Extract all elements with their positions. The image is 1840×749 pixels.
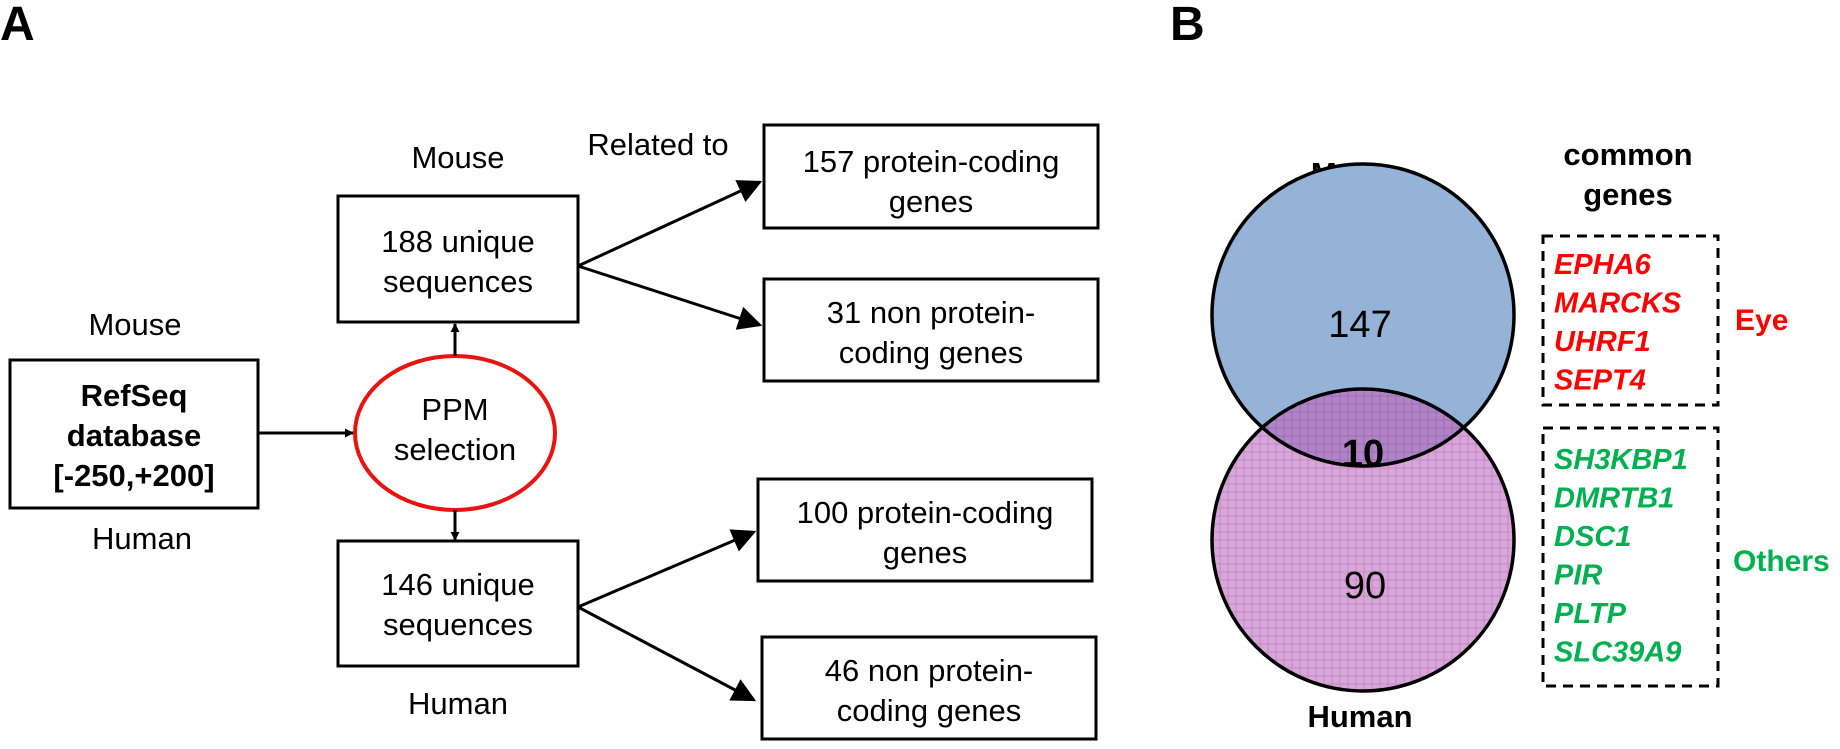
arrow-human-to-protein [577, 529, 757, 609]
ppm-line-2: selection [394, 432, 516, 467]
panel-a-label: A [0, 0, 35, 51]
gene-marcks: MARCKS [1554, 288, 1682, 320]
venn-human-circle [1212, 389, 1514, 691]
human-protein-line-2: genes [883, 535, 967, 570]
source-top-label: Mouse [88, 307, 181, 342]
gene-uhrf1: UHRF1 [1554, 326, 1651, 358]
arrow-mouse-to-nonprotein [577, 264, 763, 330]
gene-sept4: SEPT4 [1554, 365, 1646, 397]
mouse-seq-line-1: 188 unique [381, 224, 534, 259]
gene-sh3kbp1: SH3KBP1 [1554, 444, 1688, 476]
human-seq-line-1: 146 unique [381, 567, 534, 602]
venn-mouse-outline [1210, 162, 1516, 468]
venn-overlap-count: 10 [1342, 433, 1384, 475]
mouse-nonprotein-line-2: coding genes [839, 335, 1023, 370]
gene-pltp: PLTP [1554, 598, 1627, 630]
mouse-seq-label: Mouse [411, 140, 504, 175]
human-nonprotein-line-2: coding genes [837, 693, 1021, 728]
refseq-database-box [8, 358, 260, 510]
human-seq-label: Human [408, 686, 508, 721]
ppm-line-1: PPM [421, 392, 488, 427]
human-nonprotein-box [760, 635, 1098, 741]
human-protein-coding-box [756, 477, 1094, 583]
human-sequences-box [336, 539, 580, 668]
eye-group-label: Eye [1735, 304, 1788, 337]
mouse-protein-line-2: genes [889, 184, 973, 219]
mouse-nonprotein-line-1: 31 non protein- [827, 295, 1036, 330]
gene-slc39a9: SLC39A9 [1554, 637, 1681, 669]
venn-human-outline [1210, 387, 1516, 693]
source-bottom-label: Human [92, 521, 192, 556]
mouse-sequences-box [336, 194, 580, 324]
human-seq-line-2: sequences [383, 607, 533, 642]
human-protein-line-1: 100 protein-coding [797, 495, 1054, 530]
mouse-seq-line-2: sequences [383, 264, 533, 299]
mouse-protein-coding-box [762, 123, 1100, 230]
venn-human-label: Human [1307, 699, 1412, 734]
mouse-protein-line-1: 157 protein-coding [803, 144, 1060, 179]
human-nonprotein-line-1: 46 non protein- [825, 653, 1034, 688]
arrow-mouse-to-protein [577, 180, 763, 268]
gene-dsc1: DSC1 [1554, 521, 1631, 553]
venn-mouse-only-count: 147 [1328, 304, 1391, 346]
refseq-line-3: [-250,+200] [53, 458, 214, 493]
arrow-human-to-nonprotein [577, 605, 757, 702]
gene-pir: PIR [1554, 560, 1602, 592]
refseq-line-1: RefSeq [81, 378, 188, 413]
mouse-nonprotein-box [762, 277, 1100, 383]
gene-dmrtb1: DMRTB1 [1554, 483, 1674, 515]
common-genes-title-2: genes [1583, 177, 1673, 212]
gene-epha6: EPHA6 [1554, 249, 1652, 281]
related-to-label: Related to [587, 127, 728, 162]
venn-mouse-circle [1212, 164, 1514, 466]
venn-human-only-count: 90 [1344, 565, 1386, 607]
panel-b-label: B [1170, 0, 1205, 51]
common-genes-title-1: common [1563, 137, 1692, 172]
refseq-line-2: database [67, 418, 201, 453]
eye-genes-box [1541, 234, 1720, 407]
other-genes-box [1541, 426, 1720, 688]
others-group-label: Others [1733, 545, 1830, 578]
